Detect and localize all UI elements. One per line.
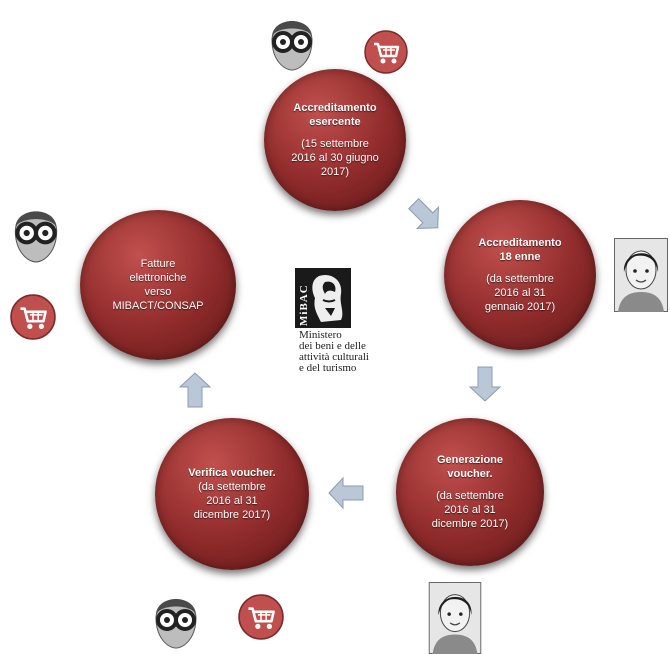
step-title: Accreditamento 18 enne (478, 236, 561, 264)
young-person-icon (614, 238, 668, 312)
step-title-line: Fatture (140, 258, 176, 270)
arrow-icon (468, 366, 502, 402)
ministry-logo: MiBAC Ministero dei beni e delle attivit… (295, 268, 405, 393)
step-title: Accreditamento esercente (293, 101, 376, 129)
step-dates: (15 settembre 2016 al 30 giugno 2017) (291, 137, 378, 179)
arrow-icon (408, 198, 439, 229)
step-title-line: elettroniche (129, 272, 187, 284)
step-title-line: 18 enne (499, 251, 541, 263)
shopping-cart-icon (10, 294, 56, 340)
step-title: Generazione voucher. (437, 453, 503, 481)
ministry-name-line: e del turismo (299, 362, 357, 374)
arrow-icon (328, 476, 364, 510)
step-title: Fatture elettroniche verso MIBACT/CONSAP (112, 257, 203, 313)
step-title-line: Accreditamento (293, 102, 377, 114)
arrow-icon (178, 372, 212, 408)
step-dates: (da settembre 2016 al 31 gennaio 2017) (485, 272, 555, 314)
step-title-line: MIBACT/CONSAP (112, 300, 204, 312)
step-date-line: (da settembre (436, 490, 504, 502)
step-date-line: 2016 al 31 (494, 287, 546, 299)
step-circle-generazione-voucher: Generazione voucher. (da settembre 2016 … (396, 418, 544, 566)
step-title-line: Verifica voucher. (188, 467, 276, 479)
step-dates: (da settembre 2016 al 31 dicembre 2017) (432, 489, 508, 531)
step-title-line: voucher. (447, 468, 493, 480)
ministry-name-line: attività culturali (299, 351, 369, 363)
step-date-line: (da settembre (198, 481, 266, 493)
glasses-avatar-icon (271, 21, 313, 71)
step-date-line: dicembre 2017) (431, 518, 509, 530)
step-title-line: Generazione (436, 454, 504, 466)
step-date-line: 2016 al 30 giugno (291, 152, 379, 164)
step-title-line: Accreditamento (478, 237, 562, 249)
step-title-line: verso (144, 286, 172, 298)
ministry-name-line: Ministero (299, 329, 342, 341)
statue-head-icon (312, 274, 343, 322)
step-date-line: (15 settembre (301, 138, 369, 150)
young-person-icon (428, 582, 482, 654)
step-date-line: dicembre 2017) (193, 509, 271, 521)
ministry-name-line: dei beni e delle (299, 340, 366, 352)
shopping-cart-icon (238, 594, 284, 640)
step-dates: (da settembre 2016 al 31 dicembre 2017) (194, 480, 270, 522)
step-circle-accreditamento-18enne: Accreditamento 18 enne (da settembre 201… (444, 200, 596, 350)
glasses-avatar-icon (14, 211, 58, 263)
ministry-logo-mark: MiBAC (295, 268, 351, 328)
step-date-line: 2016 al 31 (206, 495, 258, 507)
step-circle-accreditamento-esercente: Accreditamento esercente (15 settembre 2… (264, 69, 406, 211)
step-circle-fatture-elettroniche: Fatture elettroniche verso MIBACT/CONSAP (80, 210, 236, 360)
ministry-logo-acronym: MiBAC (298, 284, 310, 326)
shopping-cart-icon (364, 30, 408, 74)
step-title-line: esercente (309, 116, 361, 128)
glasses-avatar-icon (155, 599, 197, 649)
step-date-line: (da settembre (486, 273, 554, 285)
step-title: Verifica voucher. (188, 466, 275, 480)
step-circle-verifica-voucher: Verifica voucher. (da settembre 2016 al … (155, 418, 309, 570)
step-date-line: 2016 al 31 (444, 504, 496, 516)
ministry-name: Ministero dei beni e delle attività cult… (299, 330, 405, 374)
step-date-line: 2017) (320, 166, 350, 178)
step-date-line: gennaio 2017) (484, 301, 556, 313)
